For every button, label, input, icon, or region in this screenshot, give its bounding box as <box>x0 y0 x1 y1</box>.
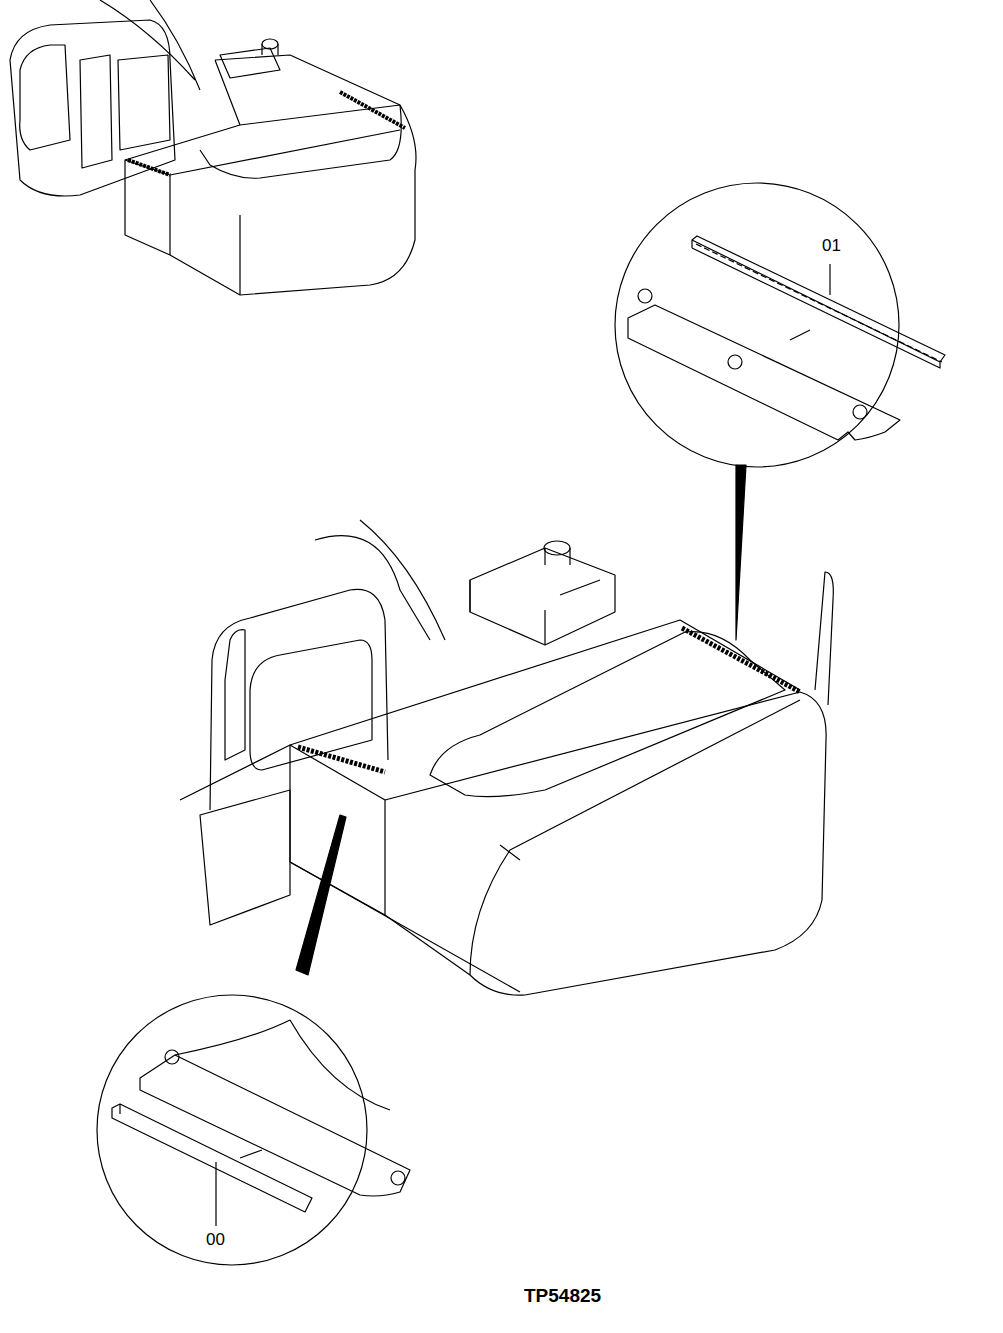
main-machine <box>180 520 833 995</box>
leader-line <box>215 1162 216 1226</box>
overview-machine <box>10 0 416 295</box>
callout-number: 01 <box>820 236 843 256</box>
callout-number: 00 <box>204 1230 227 1250</box>
detail-circle <box>615 183 945 467</box>
leader-wedge <box>296 815 346 975</box>
leader-line <box>829 264 830 295</box>
leader-wedge <box>736 465 746 640</box>
detail-circle <box>97 995 410 1265</box>
figure-number: TP54825 <box>522 1286 603 1306</box>
